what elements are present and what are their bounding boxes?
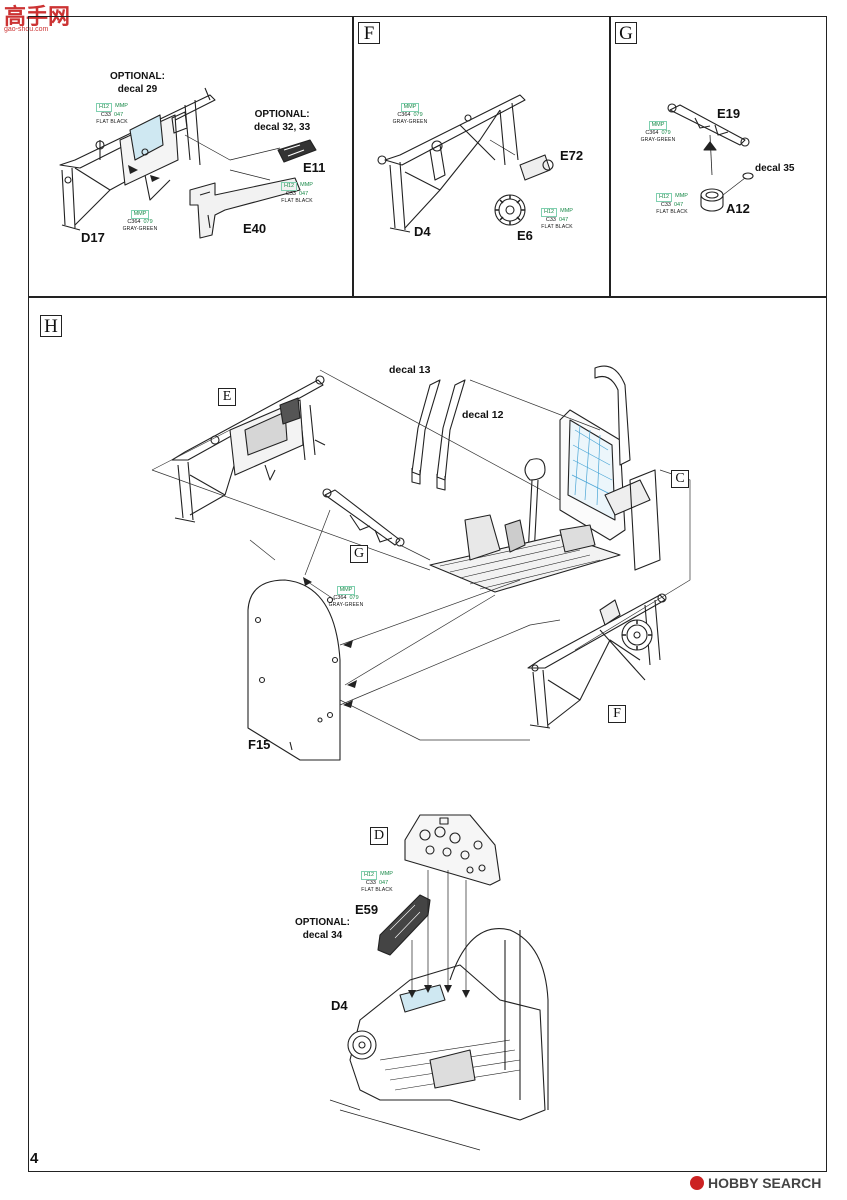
section-f-frame	[352, 16, 611, 298]
hobby-search-watermark: HOBBY SEARCH	[690, 1175, 821, 1191]
part-label-e59: E59	[355, 902, 379, 917]
part-label-e19: E19	[717, 106, 741, 121]
belt-decal12-drawing	[436, 379, 466, 481]
page-number: 4	[30, 1150, 39, 1167]
part-label-e72: E72	[560, 148, 584, 163]
h-f-frame-drawing	[527, 594, 666, 669]
section-letter-f: F	[358, 22, 380, 44]
hobby-search-logo-icon	[690, 1176, 704, 1190]
e11-part-drawing	[277, 139, 317, 163]
part-label-d4-f: D4	[414, 224, 431, 239]
decal12-label: decal 12	[462, 409, 504, 421]
optional-decal29-label: OPTIONAL:decal 29	[110, 71, 165, 95]
e59-part-drawing	[377, 894, 431, 956]
part-label-d17: D17	[81, 230, 105, 245]
decal35-label: decal 35	[755, 163, 795, 174]
cockpit-lower-drawing	[349, 964, 546, 1121]
decal13-label: decal 13	[389, 364, 431, 376]
h-g-subassembly-drawing	[324, 489, 401, 546]
part-label-a12: A12	[726, 201, 750, 216]
optional-decal34-label: OPTIONAL:decal 34	[295, 917, 350, 941]
section-letter-h: H	[40, 315, 62, 337]
ref-letter-d: D	[370, 827, 388, 845]
section-h-frame	[28, 296, 827, 1172]
e40-part-drawing	[189, 177, 301, 239]
d17-frame-drawing	[59, 94, 216, 169]
ref-letter-c: C	[671, 470, 689, 488]
part-label-f15: F15	[248, 737, 271, 752]
ref-letter-g: G	[350, 545, 368, 563]
part-label-d4-bottom: D4	[331, 998, 348, 1013]
h-e-frame-drawing	[171, 379, 324, 461]
ref-letter-e: E	[218, 388, 236, 406]
part-label-e11: E11	[303, 160, 326, 175]
f15-bulkhead-drawing	[247, 579, 341, 761]
ref-letter-f: F	[608, 705, 626, 723]
d4-frame-drawing	[384, 94, 526, 166]
hobby-search-text: HOBBY SEARCH	[708, 1175, 822, 1191]
section-g-frame	[609, 16, 827, 298]
part-label-e40: E40	[243, 221, 267, 236]
instrument-panel-drawing	[404, 814, 501, 886]
optional-decal3233-label: OPTIONAL:decal 32, 33	[254, 109, 311, 133]
section-letter-g: G	[615, 22, 637, 44]
a12-part-drawing	[700, 188, 724, 212]
watermark-site: gao-shou.com	[4, 26, 49, 33]
e19-part-drawing	[669, 104, 746, 146]
part-label-e6: E6	[517, 228, 533, 243]
e6-wheel-drawing	[494, 194, 526, 226]
section-e-frame	[28, 16, 354, 298]
